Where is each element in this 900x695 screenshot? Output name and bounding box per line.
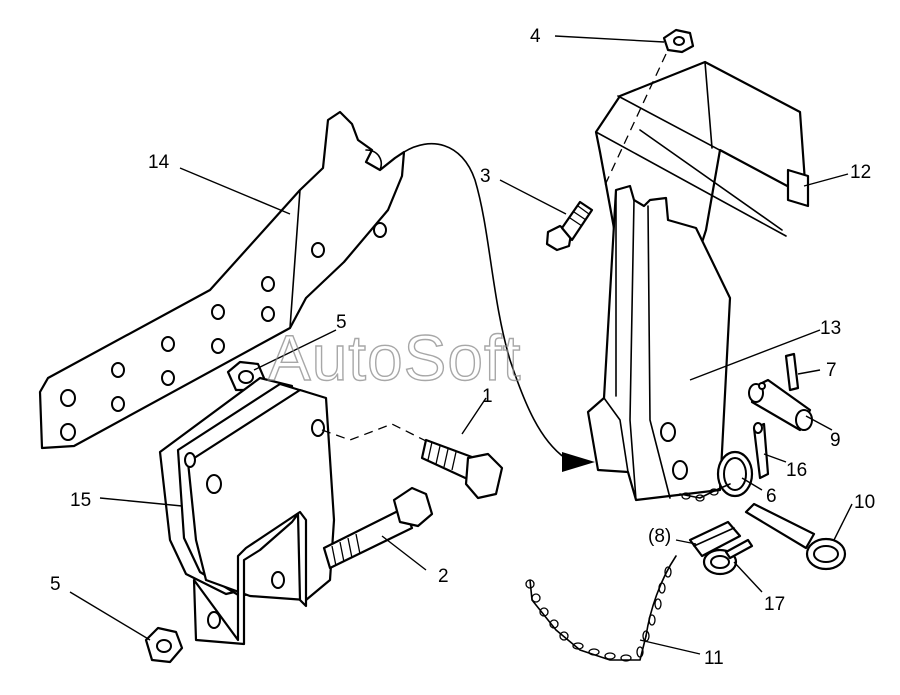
part-14-drawbar <box>38 110 406 450</box>
callout-6: 6 <box>766 486 777 507</box>
direction-arrow <box>562 452 595 472</box>
part-9-pin <box>748 378 813 432</box>
axis-line-4 <box>604 53 667 186</box>
callout-labels: 4 3 14 12 13 5 1 2 15 5 7 9 16 6 10 (8) … <box>50 26 875 669</box>
part-15-clevis <box>158 376 336 646</box>
part-8-clip <box>688 520 742 558</box>
callout-17: 17 <box>764 594 785 615</box>
link-line <box>403 142 566 459</box>
callout-16: 16 <box>786 460 807 481</box>
part-17-ring-clip <box>702 538 754 576</box>
callout-11: 11 <box>704 648 724 669</box>
part-1-bolt <box>420 438 504 500</box>
callout-5-lower: 5 <box>50 574 61 595</box>
part-10-hitch-pin <box>744 502 847 571</box>
callout-4: 4 <box>530 26 541 47</box>
part-5-lower-nut <box>144 626 184 664</box>
axis-line-1 <box>321 423 429 443</box>
callout-9: 9 <box>830 430 841 451</box>
leader-lines <box>69 35 853 655</box>
callout-3: 3 <box>480 166 491 187</box>
part-16-split-pin <box>752 422 770 480</box>
callout-14: 14 <box>148 152 170 173</box>
callout-2: 2 <box>438 566 449 587</box>
callout-12: 12 <box>850 162 871 183</box>
callout-10: 10 <box>854 492 875 513</box>
callout-8: (8) <box>648 526 671 547</box>
callout-1: 1 <box>482 386 493 407</box>
part-3-bolt <box>545 200 594 252</box>
callout-7: 7 <box>826 360 837 381</box>
watermark: AutoSoft <box>268 322 522 394</box>
callout-13: 13 <box>820 318 841 339</box>
part-13-hanger <box>586 184 732 502</box>
callout-5-upper: 5 <box>336 312 347 333</box>
part-4-nut <box>662 28 695 54</box>
part-6-ring <box>716 450 754 498</box>
callout-15: 15 <box>70 490 91 511</box>
part-2-bolt <box>322 486 434 570</box>
part-11-chain <box>525 483 731 662</box>
part-7-roll-pin <box>784 352 800 392</box>
